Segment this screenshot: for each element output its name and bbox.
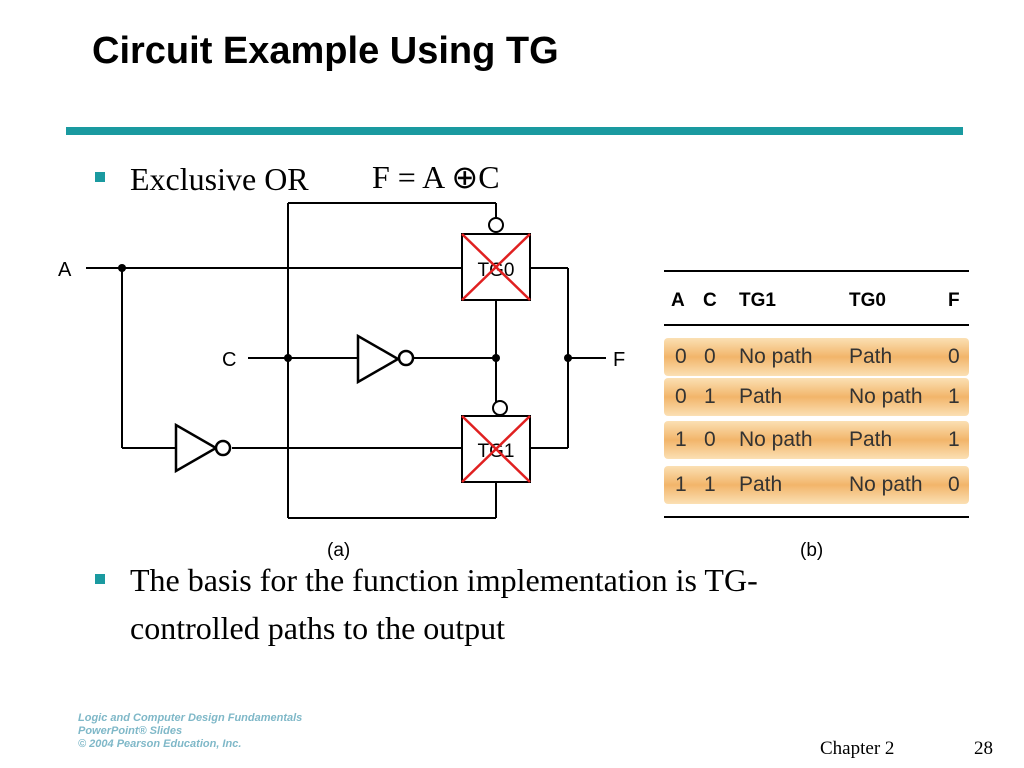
cell-tg0: No path	[849, 473, 923, 496]
cell-c: 0	[704, 345, 716, 368]
header-a: A	[671, 290, 685, 311]
inverter-c	[356, 333, 415, 385]
bullet-xor-text: Exclusive OR	[130, 161, 309, 197]
cell-tg1: Path	[739, 385, 783, 408]
header-f: F	[948, 290, 960, 311]
bullet-marker	[95, 574, 105, 584]
tg0-cross	[461, 233, 531, 301]
cell-tg1: No path	[739, 345, 813, 368]
table-row: 1 1 Path No path 0	[664, 466, 969, 504]
input-a-label: A	[58, 259, 72, 281]
cell-c: 1	[704, 385, 716, 408]
cell-tg0: Path	[849, 345, 893, 368]
logo-line: © 2004 Pearson Education, Inc.	[78, 738, 242, 750]
cell-tg0: Path	[849, 428, 893, 451]
footer-page-number: 28	[974, 738, 993, 759]
cell-a: 0	[675, 345, 687, 368]
cell-f: 1	[948, 428, 960, 451]
cell-c: 0	[704, 428, 716, 451]
caption-b: (b)	[800, 540, 824, 561]
table-bottom-rule	[664, 516, 969, 518]
cell-a: 1	[675, 428, 687, 451]
table-row: 0 1 Path No path 1	[664, 378, 969, 416]
title-rule	[66, 127, 963, 135]
tg1-label: TG1	[478, 441, 515, 462]
logo-line: Logic and Computer Design Fundamentals	[78, 712, 303, 724]
truth-table: A C TG1 TG0 F 0 0 No path Path 0 0 1 Pat…	[664, 270, 969, 520]
xor-equation: F = A ⊕C	[372, 159, 500, 195]
slide-title: Circuit Example Using TG	[92, 30, 559, 72]
bullet-basis-line2: controlled paths to the output	[130, 610, 506, 646]
header-c: C	[703, 290, 717, 311]
footer-chapter: Chapter 2	[820, 738, 895, 759]
cell-f: 1	[948, 385, 960, 408]
junction-dot	[564, 354, 572, 362]
cell-tg0: No path	[849, 385, 923, 408]
caption-a: (a)	[327, 540, 351, 561]
cell-tg1: Path	[739, 473, 783, 496]
cell-f: 0	[948, 473, 960, 496]
cell-a: 0	[675, 385, 687, 408]
publisher-logo: Logic and Computer Design Fundamentals P…	[78, 712, 302, 751]
inverter-a	[174, 422, 232, 474]
cell-c: 1	[704, 473, 716, 496]
table-row: 1 0 No path Path 1	[664, 421, 969, 459]
junction-dot	[492, 354, 500, 362]
table-header-rule	[664, 324, 969, 326]
tg1-cross	[461, 415, 531, 483]
bullet-basis-line1: The basis for the function implementatio…	[130, 562, 758, 598]
junction-dot	[118, 264, 126, 272]
header-tg0: TG0	[849, 290, 886, 311]
tg0-gate	[461, 217, 531, 301]
input-c-label: C	[222, 349, 236, 371]
cell-tg1: No path	[739, 428, 813, 451]
header-tg1: TG1	[739, 290, 776, 311]
junction-dot	[284, 354, 292, 362]
bullet-marker	[95, 172, 105, 182]
cell-a: 1	[675, 473, 687, 496]
table-top-rule	[664, 270, 969, 272]
cell-f: 0	[948, 345, 960, 368]
logo-line: PowerPoint® Slides	[78, 725, 183, 737]
table-row: 0 0 No path Path 0	[664, 338, 969, 376]
output-f-label: F	[613, 349, 625, 371]
